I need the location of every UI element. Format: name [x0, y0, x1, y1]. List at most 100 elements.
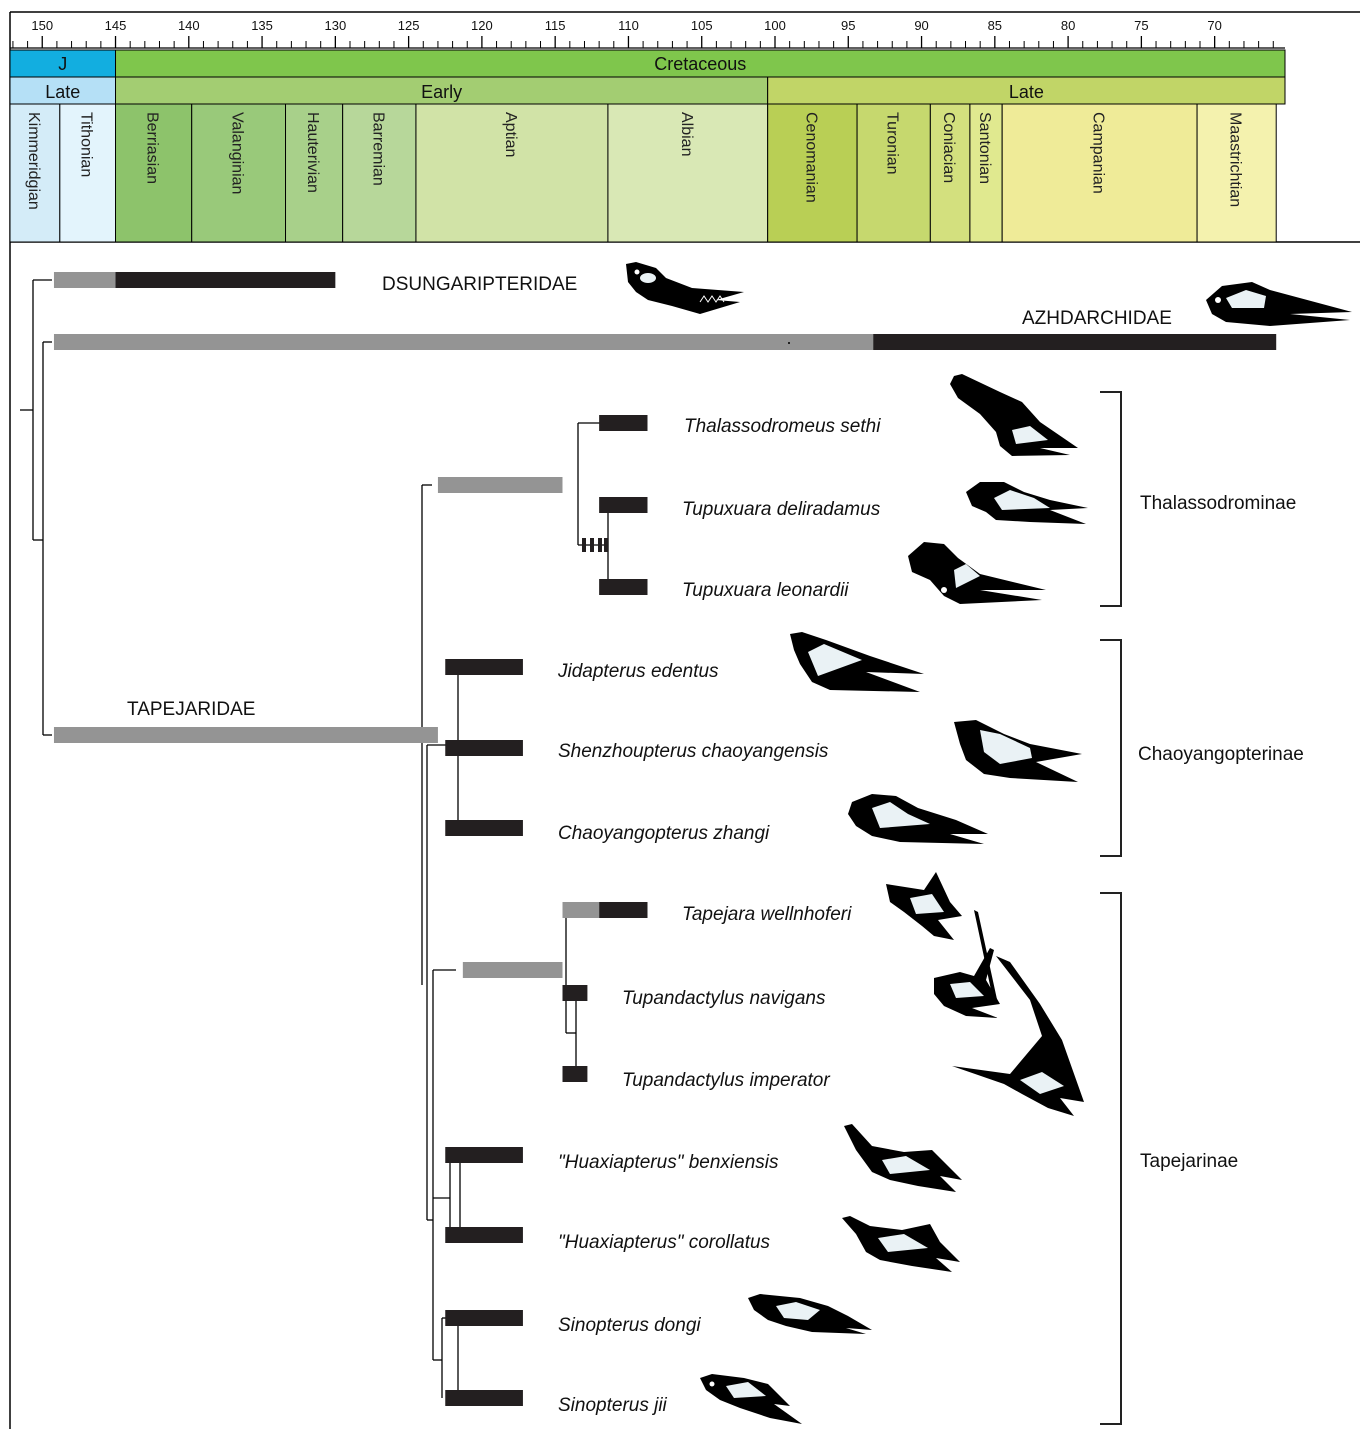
pterosaur-skull-icon — [844, 1124, 962, 1192]
stage-cell-albian — [607, 103, 769, 243]
pterosaur-skull-icon — [954, 720, 1082, 782]
taxon-labels: Thalassodromeus sethi Tupuxuara delirada… — [557, 416, 881, 1416]
taxon-range-bar — [599, 415, 648, 431]
stage-cell-santonian — [969, 103, 1003, 243]
tick-label: 150 — [31, 18, 53, 33]
tick-label: 120 — [471, 18, 493, 33]
epoch-cell-early-cretaceous — [115, 76, 769, 105]
pterosaur-skull-icon — [908, 542, 1046, 604]
epoch-label-early-cretaceous: Early — [421, 82, 462, 102]
stage-label-maastrichtian: Maastrichtian — [1227, 112, 1244, 207]
tick-label: 140 — [178, 18, 200, 33]
taxon-label: Chaoyangopterus zhangi — [558, 823, 770, 844]
stage-label-tithonian: Tithonian — [78, 112, 95, 177]
pterosaur-skull-icon — [966, 482, 1088, 524]
epoch-row: Late Early Late — [9, 76, 1286, 105]
taxon-range-bar — [445, 740, 523, 756]
stage-label-hauterivian: Hauterivian — [304, 112, 321, 193]
taxon-label: "Huaxiapterus" corollatus — [558, 1232, 771, 1253]
taxon-range-bar — [599, 902, 648, 918]
pterosaur-skull-icon — [700, 1374, 802, 1424]
stage-label-santonian: Santonian — [976, 112, 993, 184]
period-cell-cretaceous — [115, 49, 1286, 78]
period-row: J Cretaceous — [9, 49, 1286, 78]
taxon-range-bar — [445, 820, 523, 836]
stage-label-berriasian: Berriasian — [144, 112, 161, 184]
clade-label-thalassodrominae: Thalassodrominae — [1140, 493, 1296, 514]
epoch-label-late-cretaceous: Late — [1009, 82, 1044, 102]
taxon-label: Sinopterus dongi — [558, 1315, 701, 1336]
taxon-range-bar — [562, 1066, 588, 1082]
stage-cell-campanian — [1001, 103, 1198, 243]
family-ghost-range-bar — [53, 272, 116, 288]
azhdarchid-skull-icon — [1206, 282, 1352, 326]
taxon-label: Tupuxuara leonardii — [682, 580, 849, 601]
stage-cell-cenomanian — [767, 103, 858, 243]
taxon-range-bar — [562, 985, 588, 1001]
tick-label: 135 — [251, 18, 273, 33]
clade-bracket-chaoyangopterinae: Chaoyangopterinae — [1100, 639, 1304, 857]
tick-label: 80 — [1061, 18, 1075, 33]
stage-label-albian: Albian — [678, 112, 695, 156]
time-axis: 150 145 140 135 130 125 120 115 110 105 … — [10, 18, 1285, 49]
taxon-label: "Huaxiapterus" benxiensis — [558, 1152, 779, 1173]
taxon-label: Tupandactylus navigans — [622, 988, 826, 1009]
epoch-label-late-jurassic: Late — [45, 82, 80, 102]
taxon-label: Tupuxuara deliradamus — [682, 499, 881, 520]
dsungaripterid-skull-icon — [626, 262, 744, 314]
taxon-label: Jidapterus edentus — [557, 661, 719, 682]
pterosaur-skull-icon — [950, 374, 1078, 456]
stage-label-barremian: Barremian — [369, 112, 386, 186]
pterosaur-skull-icon — [842, 1216, 960, 1272]
taxon-range-bar — [599, 497, 648, 513]
clade-bracket-tapejarinae: Tapejarinae — [1100, 892, 1238, 1425]
pterosaur-skull-icon — [848, 794, 988, 844]
tick-label: 115 — [545, 18, 566, 33]
family-ghost-range-bar — [53, 334, 874, 350]
stage-label-turonian: Turonian — [884, 112, 901, 175]
phylogenetic-tree-lines — [20, 279, 620, 1399]
tick-label: 130 — [324, 18, 346, 33]
axis-ticks — [12, 36, 1274, 48]
taxon-label: Tapejara wellnhoferi — [682, 904, 852, 925]
taxon-label: Shenzhoupterus chaoyangensis — [558, 741, 829, 762]
stage-cell-kimmeridgian — [9, 103, 61, 243]
taxon-range-bar — [445, 1227, 523, 1243]
axis-tick-labels: 150 145 140 135 130 125 120 115 110 105 … — [31, 18, 1221, 33]
family-label-azhdarchidae: AZHDARCHIDAE — [1022, 308, 1172, 329]
tick-label: 90 — [914, 18, 928, 33]
epoch-cell-late-cretaceous — [767, 76, 1286, 105]
taxon-label: Thalassodromeus sethi — [684, 416, 881, 437]
thalassodrominae-ghost-lineage-bar — [437, 477, 563, 493]
family-label-dsungaripteridae: DSUNGARIPTERIDAE — [382, 274, 577, 295]
taxon-range-bar — [599, 579, 648, 595]
stage-row: Kimmeridgian Tithonian Berriasian Valang… — [9, 103, 1277, 243]
stage-cell-hauterivian — [285, 103, 344, 243]
tick-label: 95 — [841, 18, 855, 33]
pterosaur-skull-icon — [790, 632, 924, 692]
taxon-range-bars — [445, 415, 648, 1406]
stage-cell-turonian — [856, 103, 931, 243]
stage-cell-tithonian — [59, 103, 117, 243]
period-cell-jurassic — [9, 49, 117, 78]
pterosaur-skull-icon — [952, 956, 1084, 1116]
taxon-ghost-range-bar — [562, 902, 600, 918]
internal-ghost-lineages — [437, 477, 563, 978]
clade-bracket-thalassodrominae: Thalassodrominae — [1100, 391, 1296, 607]
taxon-range-bar — [445, 1390, 523, 1406]
tiny-marker — [788, 342, 790, 344]
taxon-label: Sinopterus jii — [558, 1395, 668, 1416]
pterosaur-skull-icon — [934, 948, 1000, 1018]
tick-label: 75 — [1134, 18, 1148, 33]
tick-label: 125 — [398, 18, 420, 33]
stage-label-cenomanian: Cenomanian — [802, 112, 819, 203]
stage-cell-berriasian — [115, 103, 193, 243]
uncertainty-hatching — [582, 538, 608, 552]
clade-label-tapejarinae: Tapejarinae — [1140, 1151, 1238, 1172]
tick-label: 85 — [988, 18, 1002, 33]
tick-label: 100 — [764, 18, 786, 33]
tick-label: 110 — [618, 18, 639, 33]
tick-label: 70 — [1207, 18, 1221, 33]
stage-cell-maastrichtian — [1196, 103, 1277, 243]
